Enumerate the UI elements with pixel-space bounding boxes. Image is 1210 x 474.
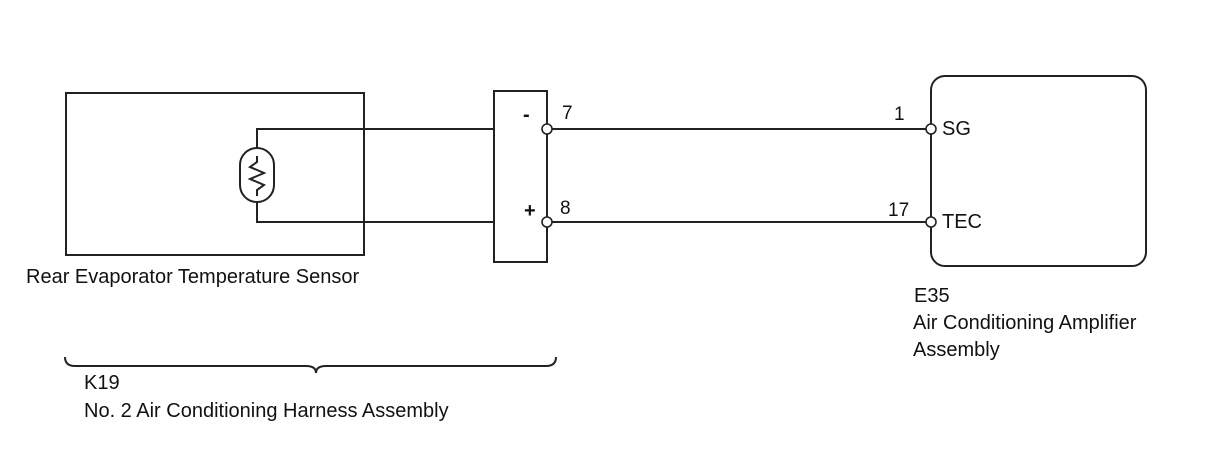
amplifier-terminal-name-sg: SG: [942, 118, 971, 140]
sensor-lead-top: [256, 128, 494, 148]
amplifier-terminal-sg: [925, 123, 937, 135]
amplifier-pin-number-17: 17: [888, 200, 910, 221]
harness-brace: [64, 356, 557, 374]
amplifier-terminal-name-tec: TEC: [942, 211, 982, 233]
sensor-box: [65, 92, 365, 256]
harness-terminal-8: [541, 216, 553, 228]
amplifier-name-line2: Assembly: [913, 339, 1000, 361]
sensor-label: Rear Evaporator Temperature Sensor: [26, 266, 360, 288]
harness-pin-sign-plus: +: [524, 200, 536, 222]
amplifier-terminal-tec: [925, 216, 937, 228]
sensor-lead-bottom: [256, 202, 494, 223]
harness-name: No. 2 Air Conditioning Harness Assembly: [84, 400, 449, 422]
amplifier-box: [930, 75, 1147, 267]
amplifier-pin-number-1: 1: [894, 104, 905, 125]
amplifier-code: E35: [914, 285, 950, 307]
harness-terminal-7: [541, 123, 553, 135]
harness-pin-number-7: 7: [562, 103, 573, 124]
thermistor-icon: [239, 147, 275, 203]
harness-connector-box: [493, 90, 548, 263]
harness-pin-sign-minus: -: [523, 104, 530, 126]
harness-code: K19: [84, 372, 120, 394]
amplifier-name-line1: Air Conditioning Amplifier: [913, 312, 1137, 334]
harness-pin-number-8: 8: [560, 198, 571, 219]
